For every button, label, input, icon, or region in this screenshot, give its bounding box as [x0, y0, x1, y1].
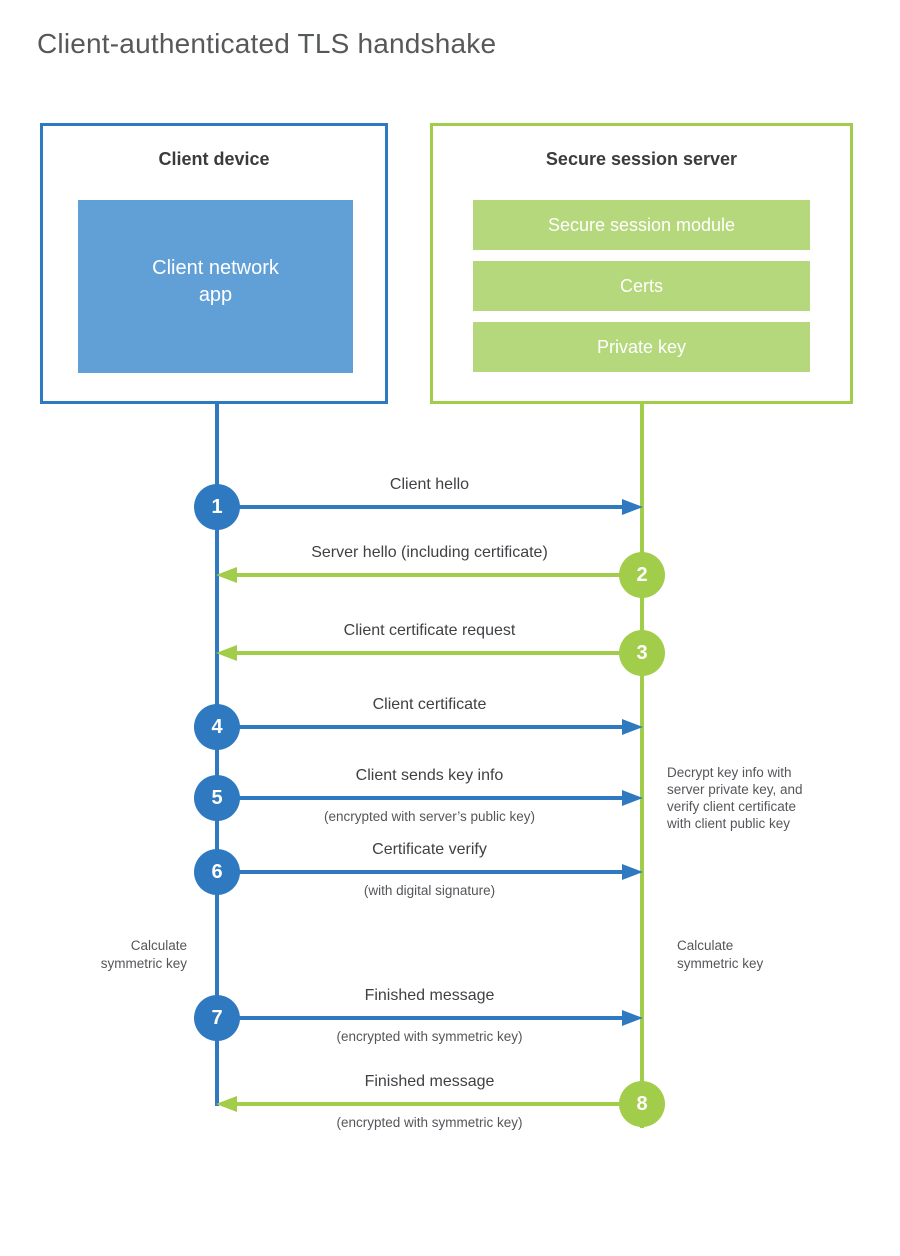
step-circle: 3 — [619, 630, 665, 676]
page-title: Client-authenticated TLS handshake — [37, 28, 497, 59]
step-circle: 2 — [619, 552, 665, 598]
note-line: verify client certificate — [667, 799, 797, 814]
message-subtext: (with digital signature) — [363, 883, 496, 898]
step-circle: 8 — [619, 1081, 665, 1127]
note-line: Calculate — [677, 938, 734, 953]
message-label: Client certificate — [372, 696, 487, 713]
note-line: symmetric key — [100, 956, 187, 971]
step-circle: 7 — [194, 995, 240, 1041]
arrow-line — [217, 505, 628, 509]
arrow-head-right-icon — [622, 719, 643, 735]
arrow-head-right-icon — [622, 499, 643, 515]
message-label: Finished message — [364, 1073, 495, 1090]
message-label: Client certificate request — [343, 622, 516, 639]
client-network-app-box: Client network app — [78, 200, 353, 373]
step-circle: 1 — [194, 484, 240, 530]
bar-private-key: Private key — [473, 322, 810, 372]
arrow-line — [231, 651, 642, 655]
message-subtext: (encrypted with symmetric key) — [336, 1115, 523, 1130]
message-label: Server hello (including certificate) — [311, 544, 548, 561]
arrow-line — [217, 796, 628, 800]
note-calculate-symmetric-key-client: Calculate symmetric key — [101, 937, 187, 973]
client-app-line2: app — [198, 283, 233, 306]
arrow-head-right-icon — [622, 790, 643, 806]
message-subtext: (encrypted with symmetric key) — [336, 1029, 523, 1044]
note-line: server private key, and — [667, 782, 803, 797]
message-subtext: (encrypted with server’s public key) — [323, 809, 536, 824]
message-label: Client sends key info — [355, 767, 504, 784]
client-device-box: Client device Client network app — [40, 123, 388, 404]
note-calculate-symmetric-key-server: Calculate symmetric key — [677, 937, 763, 973]
arrow-line — [217, 725, 628, 729]
secure-session-server-box: Secure session server Secure session mod… — [430, 123, 853, 404]
step-circle: 6 — [194, 849, 240, 895]
arrow-head-left-icon — [216, 567, 237, 583]
note-line: with client public key — [667, 816, 791, 831]
arrow-head-right-icon — [622, 1010, 643, 1026]
arrow-head-right-icon — [622, 864, 643, 880]
arrow-head-left-icon — [216, 645, 237, 661]
server-title: Secure session server — [545, 149, 738, 169]
server-lifeline — [640, 404, 644, 1128]
arrow-line — [217, 1016, 628, 1020]
arrow-line — [231, 573, 642, 577]
client-lifeline — [215, 404, 219, 1106]
client-app-line1: Client network — [152, 256, 279, 279]
bar-secure-session-module: Secure session module — [473, 200, 810, 250]
client-device-title: Client device — [158, 149, 270, 169]
arrow-head-left-icon — [216, 1096, 237, 1112]
bar-certs: Certs — [473, 261, 810, 311]
note-line: Decrypt key info with — [667, 765, 792, 780]
message-label: Certificate verify — [372, 841, 487, 858]
arrow-line — [217, 870, 628, 874]
step-circle: 5 — [194, 775, 240, 821]
note-line: symmetric key — [677, 956, 764, 971]
message-label: Finished message — [364, 987, 495, 1004]
arrow-line — [231, 1102, 642, 1106]
step-circle: 4 — [194, 704, 240, 750]
note-decrypt-key-info: Decrypt key info with server private key… — [667, 764, 803, 832]
message-label: Client hello — [389, 476, 470, 493]
note-line: Calculate — [130, 938, 187, 953]
